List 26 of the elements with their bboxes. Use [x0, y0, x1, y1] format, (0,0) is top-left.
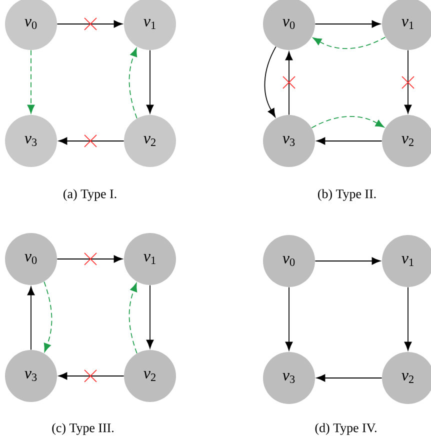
arrow [27, 50, 35, 114]
arrow [316, 137, 382, 145]
arrow [146, 50, 154, 114]
arrow [264, 46, 276, 118]
caption: (b) Type II. [318, 189, 376, 201]
caption: (c) Type III. [52, 423, 114, 435]
arrow [311, 116, 384, 128]
arrow [128, 282, 138, 354]
arrow [285, 286, 293, 350]
caption: (d) Type IV. [315, 423, 376, 435]
arrow [27, 286, 35, 350]
arrow [285, 51, 293, 116]
arrow [314, 20, 380, 28]
arrow [56, 20, 122, 28]
arrow [314, 257, 380, 265]
arrow [44, 281, 52, 352]
arrow [404, 286, 412, 350]
arrow [404, 50, 412, 114]
arrow [58, 372, 124, 380]
arrow [312, 36, 386, 49]
arrow [146, 284, 154, 348]
arrow [56, 255, 122, 263]
arrow [128, 48, 138, 119]
arrow [58, 137, 124, 145]
caption: (a) Type I. [64, 189, 116, 201]
arrow [316, 374, 382, 382]
